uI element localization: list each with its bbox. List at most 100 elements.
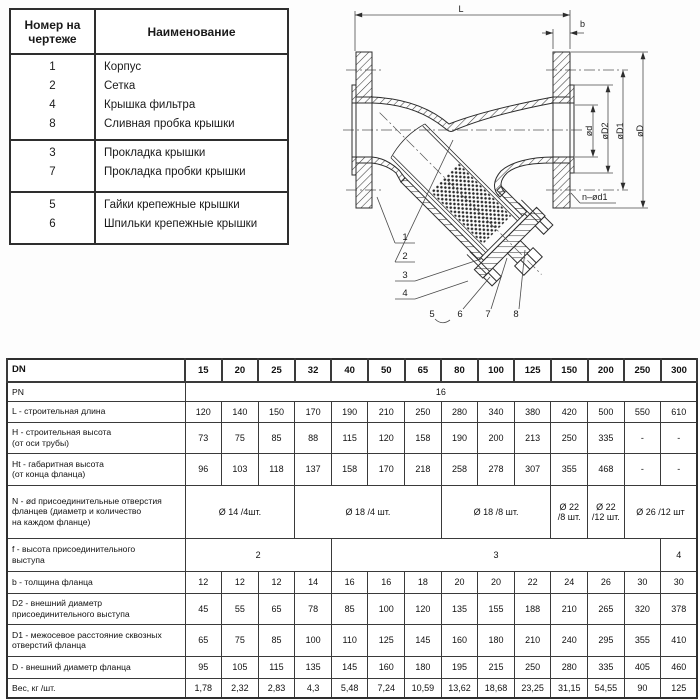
dims-cell: 250 [404, 400, 442, 423]
dims-cell: 40 [330, 358, 369, 383]
dims-cell: 22 [513, 570, 552, 594]
dims-cell: 210 [513, 623, 552, 657]
dims-cell: - [660, 421, 698, 454]
strainer-body [351, 51, 575, 209]
dims-cell: 78 [294, 592, 332, 625]
dims-cell: 213 [513, 421, 552, 454]
dims-cell: 120 [367, 421, 406, 454]
dims-cell: 160 [367, 655, 406, 679]
dims-cell: 265 [587, 592, 625, 625]
dims-row: H - строительная высота (от оси трубы)73… [6, 421, 698, 454]
dims-cell: 150 [257, 400, 296, 423]
dims-cell: 14 [294, 570, 332, 594]
dims-cell: 96 [184, 452, 223, 486]
dims-row-label: PN [6, 381, 186, 402]
dims-cell: 158 [330, 452, 369, 486]
part-name: Сетка [104, 80, 136, 92]
dims-row: D1 - межосевое расстояние сквозных отвер… [6, 623, 698, 657]
dims-row-label: D2 - внешний диаметр присоединительного … [6, 592, 186, 625]
dim-label-holes: n–ød1 [582, 192, 608, 202]
parts-header-row: Номер на чертеже Наименование [9, 8, 289, 55]
dims-cell: 280 [550, 655, 589, 679]
dims-cell: 1,78 [184, 677, 223, 699]
dims-cell: 135 [294, 655, 332, 679]
dims-cell: 110 [330, 623, 369, 657]
dims-cell: 73 [184, 421, 223, 454]
centerlines [343, 69, 628, 191]
dims-cell: 210 [550, 592, 589, 625]
callout-7: 7 [485, 309, 490, 320]
dims-row: D2 - внешний диаметр присоединительного … [6, 592, 698, 625]
dims-row-label: H - строительная высота (от оси трубы) [6, 421, 186, 454]
part-name: Корпус [104, 61, 142, 73]
dims-cell: 120 [404, 592, 442, 625]
dims-cell: 137 [294, 452, 332, 486]
part-name: Сливная пробка крышки [104, 118, 235, 130]
dims-cell: 2,83 [257, 677, 296, 699]
strainer-drawing: L b ød øD2 øD1 øD n–ød1 1 2 3 4 5 6 7 8 [343, 4, 648, 324]
dims-row-label: D - внешний диаметр фланца [6, 655, 186, 679]
dims-cell: 4,3 [294, 677, 332, 699]
dims-cell: 140 [221, 400, 259, 423]
dims-row-label: N - ød присоединительные отверстия фланц… [6, 484, 186, 539]
dims-cell: 278 [477, 452, 515, 486]
dim-label-D1: øD1 [615, 122, 625, 139]
part-number: 6 [49, 218, 56, 230]
dims-cell: 240 [550, 623, 589, 657]
dims-cell: - [660, 452, 698, 486]
dimension-lines [354, 10, 648, 324]
dims-cell: Ø 22 /8 шт. [550, 484, 589, 539]
dims-cell: 468 [587, 452, 625, 486]
callout-1: 1 [402, 232, 407, 243]
dims-cell: 20 [440, 570, 479, 594]
dims-cell: 85 [257, 623, 296, 657]
dims-cell: 170 [367, 452, 406, 486]
dims-cell: 295 [587, 623, 625, 657]
dims-cell: 215 [477, 655, 515, 679]
dims-cell: 200 [477, 421, 515, 454]
dims-cell: 320 [623, 592, 662, 625]
part-number: 8 [49, 118, 56, 130]
callout-2: 2 [402, 251, 407, 262]
dims-cell: 30 [660, 570, 698, 594]
part-name: Крышка фильтра [104, 99, 196, 111]
dims-cell: 100 [294, 623, 332, 657]
dims-cell: 12 [184, 570, 223, 594]
dims-cell: 115 [330, 421, 369, 454]
dims-row-label: D1 - межосевое расстояние сквозных отвер… [6, 623, 186, 657]
dims-cell: 75 [221, 421, 259, 454]
dims-cell: 3 [330, 537, 662, 572]
dims-cell: 158 [404, 421, 442, 454]
dims-cell: 105 [221, 655, 259, 679]
dims-cell: 32 [293, 358, 333, 383]
dims-cell: 190 [440, 421, 479, 454]
dims-cell: 180 [404, 655, 442, 679]
dims-cell: 218 [404, 452, 442, 486]
dims-row-label: b - толщина фланца [6, 570, 186, 594]
dims-cell: 190 [330, 400, 369, 423]
dims-cell: 55 [221, 592, 259, 625]
parts-header-name: Наименование [94, 8, 289, 55]
part-number: 4 [49, 99, 56, 111]
strainer-branch [379, 112, 554, 287]
dims-cell: 26 [587, 570, 625, 594]
dims-row-label: Ht - габаритная высота (от конца фланца) [6, 452, 186, 486]
dims-cell: 300 [659, 358, 699, 383]
dims-cell: 85 [257, 421, 296, 454]
dims-cell: 12 [221, 570, 259, 594]
dims-cell: 24 [550, 570, 589, 594]
dims-row-label: DN [6, 358, 186, 383]
dims-cell: 200 [586, 358, 626, 383]
dims-cell: Ø 18 /4 шт. [294, 484, 442, 539]
